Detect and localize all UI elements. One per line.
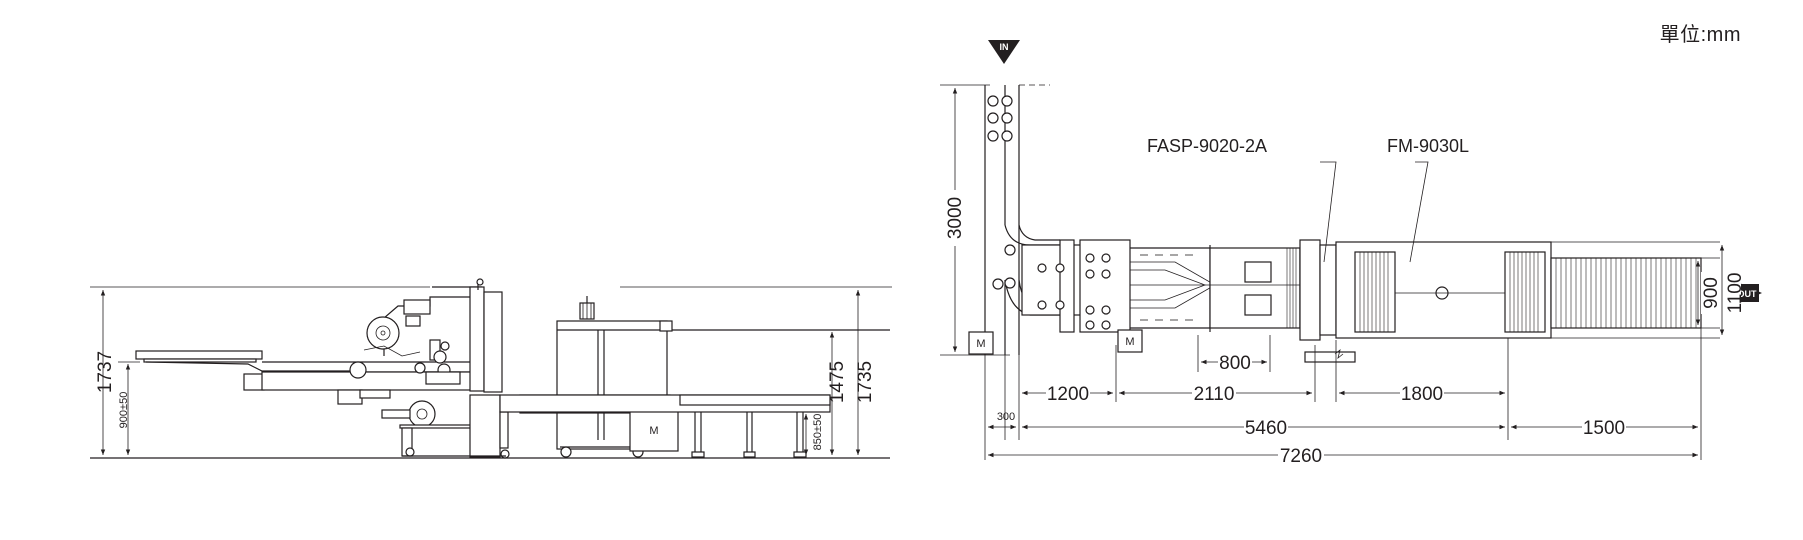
chain-marks: [1140, 254, 1193, 321]
top-view: IN M: [940, 40, 1762, 467]
infeed-rollers: [987, 95, 1013, 142]
dim-total-height: 1737: [90, 286, 430, 455]
motor-label-top-b: M: [1125, 336, 1134, 348]
dim-1200-text: 1200: [1047, 384, 1089, 405]
dim-1500-text: 1500: [1583, 418, 1625, 439]
infeed-table: [135, 350, 360, 391]
dim-1735: 1735: [855, 361, 876, 403]
dim-1100-text: 1100: [1725, 273, 1746, 314]
motor-label-top-a: M: [976, 338, 985, 350]
dim-1800-text: 1800: [1401, 384, 1443, 405]
wrapper-machine: [261, 278, 510, 459]
out-label: OUT: [1738, 289, 1758, 299]
model-fasp-label: FASP-9020-2A: [1147, 136, 1267, 156]
model-fm-label: FM-9030L: [1387, 136, 1469, 156]
side-view: 1737 900±50: [90, 278, 892, 459]
dim-1475: 1475: [827, 361, 848, 403]
dim-900-text: 900: [1701, 277, 1722, 309]
tunnel-ribs-right: [1509, 252, 1539, 332]
dim-right-side: 850±50 1475 1735: [620, 286, 892, 455]
dim-800-text: 800: [1219, 353, 1251, 374]
dim-3000: 3000: [940, 84, 1010, 356]
dim-5460-text: 5460: [1245, 418, 1287, 439]
dim-7260-text: 7260: [1280, 446, 1322, 467]
model-callouts: FASP-9020-2A FM-9030L: [1147, 136, 1469, 263]
dim-table-height: 900±50: [118, 361, 140, 455]
in-marker: IN: [988, 40, 1020, 64]
fasp-machine-top: M: [1021, 239, 1356, 363]
dim-1737: 1737: [95, 351, 116, 393]
dim-width: 900 1100: [1551, 241, 1746, 339]
sealer-ribs: [1286, 248, 1297, 328]
in-label: IN: [1000, 42, 1009, 52]
discharge-conveyor-top: [1550, 257, 1702, 329]
dim-2110-text: 2110: [1194, 384, 1235, 405]
discharge-conveyor: [499, 394, 831, 458]
dim-300-text: 300: [997, 411, 1015, 423]
tunnel-ribs: [1359, 252, 1389, 332]
fm-tunnel-top: [1335, 241, 1552, 339]
dim-900-50: 900±50: [118, 392, 130, 429]
dim-horizontal: 800 1200 2110 1800 300 5460 1500 7260: [984, 328, 1702, 467]
unit-label: 單位:mm: [1659, 24, 1741, 46]
motor-label-side: M: [649, 425, 658, 437]
discharge-ribs: [1555, 258, 1697, 328]
dim-850-50: 850±50: [812, 414, 824, 451]
dim-3000-text: 3000: [945, 197, 966, 239]
